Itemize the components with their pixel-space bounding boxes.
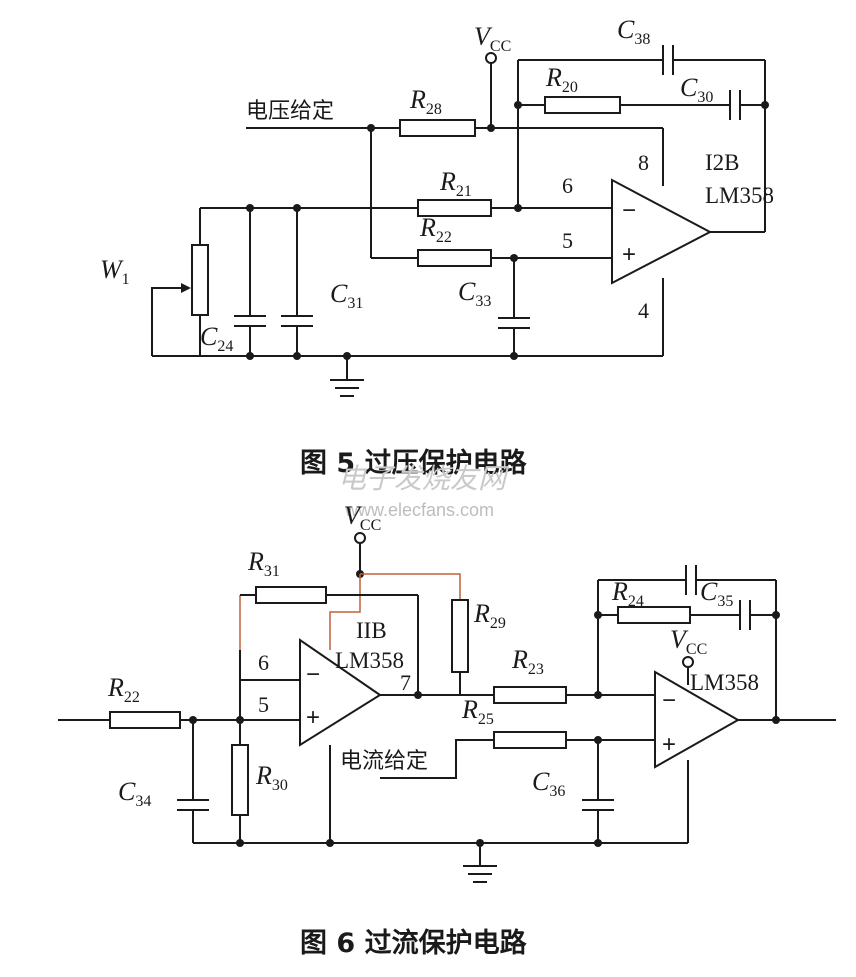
figure5-overvoltage-circuit: VCC C38 R20 C30 电压给定 R28 − +	[100, 15, 774, 397]
r22-fig6-label: R22	[107, 673, 140, 706]
watermark-url: www.elecfans.com	[344, 500, 494, 520]
watermark-text: 电子发烧友网	[338, 462, 510, 495]
c30-label: C30	[680, 73, 713, 106]
resistor-r31	[255, 586, 327, 604]
resistor-r29	[451, 599, 469, 673]
svg-text:6: 6	[562, 173, 573, 198]
opamp-2-part: LM358	[690, 670, 759, 695]
c38-label: C38	[617, 15, 650, 48]
resistor-r28	[399, 119, 476, 137]
ground-icon	[330, 356, 364, 397]
r20-label: R20	[545, 63, 578, 96]
svg-text:6: 6	[258, 650, 269, 675]
opamp-iib	[299, 638, 382, 747]
svg-text:5: 5	[562, 228, 573, 253]
current-setpoint-label: 电流给定	[340, 749, 428, 774]
opamp-iib-part: LM358	[335, 648, 404, 673]
svg-text:+: +	[662, 731, 676, 758]
resistor-r22-fig6	[109, 711, 181, 729]
vcc2-label-fig6: VCC	[670, 625, 707, 658]
vcc-label-fig5: VCC	[474, 22, 511, 55]
vcc1-label-fig6: VCC	[344, 501, 381, 534]
c35-label: C35	[700, 577, 733, 610]
resistor-r23	[493, 686, 567, 704]
svg-text:+: +	[306, 704, 320, 731]
opamp-i2b-name: I2B	[705, 150, 740, 175]
svg-text:4: 4	[638, 298, 649, 323]
ground-icon-fig6	[463, 843, 497, 883]
r29-label: R29	[473, 599, 506, 632]
figure6-caption: 图 6 过流保护电路	[300, 927, 528, 959]
c36-label: C36	[532, 767, 565, 800]
c34-label: C34	[118, 777, 151, 810]
wiper-arrow-icon	[181, 283, 191, 293]
voltage-setpoint-label: 电压给定	[246, 99, 334, 124]
r25-label: R25	[461, 695, 494, 728]
opamp-2	[654, 670, 741, 769]
c31-label: C31	[330, 279, 363, 312]
resistor-r20	[544, 96, 621, 114]
svg-text:5: 5	[258, 692, 269, 717]
svg-text:+: +	[622, 241, 636, 268]
r31-label: R31	[247, 547, 280, 580]
c33-label: C33	[458, 277, 491, 310]
svg-text:−: −	[622, 197, 636, 224]
figure5-caption: 图 5 过压保护电路	[300, 447, 528, 479]
opamp-iib-name: IIB	[356, 618, 387, 643]
r30-label: R30	[255, 761, 288, 794]
w1-label: W1	[100, 255, 130, 288]
r22-label: R22	[419, 213, 452, 246]
resistor-r25	[493, 731, 567, 749]
r24-label: R24	[611, 577, 644, 610]
resistor-r22	[417, 249, 492, 267]
r28-label: R28	[409, 85, 442, 118]
r23-label: R23	[511, 645, 544, 678]
r21-label: R21	[439, 167, 472, 200]
svg-text:−: −	[662, 687, 676, 714]
c24-label: C24	[200, 322, 233, 355]
figure6-overcurrent-circuit: VCC R31 − + IIB LM358 6 5 7 R22	[58, 501, 836, 883]
potentiometer-w1	[191, 244, 209, 316]
opamp-i2b-part: LM358	[705, 183, 774, 208]
resistor-r30	[231, 744, 249, 816]
svg-text:−: −	[306, 661, 320, 688]
svg-text:7: 7	[400, 670, 411, 695]
svg-text:8: 8	[638, 150, 649, 175]
opamp-i2b	[611, 178, 713, 285]
